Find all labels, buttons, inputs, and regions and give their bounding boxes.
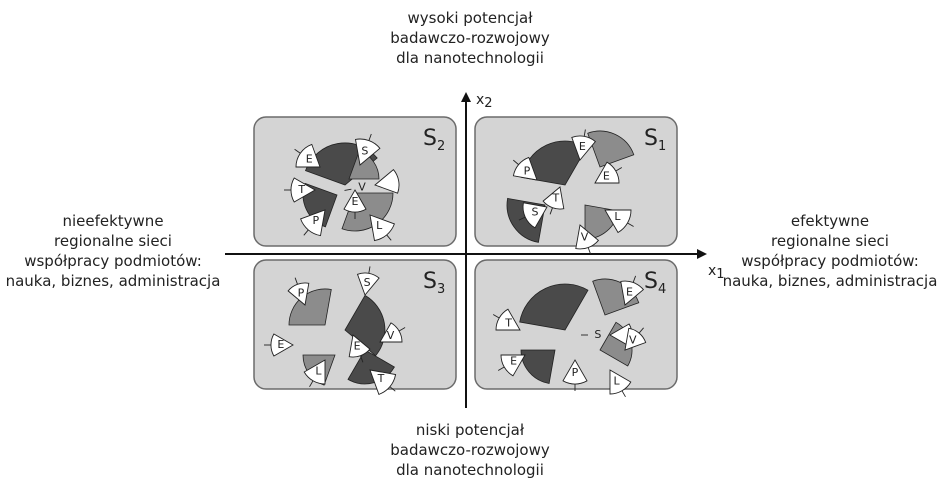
petal-letter: S — [361, 145, 368, 158]
petal-letter: L — [315, 364, 322, 377]
petal-letter: E — [579, 140, 586, 153]
petal-letter: E — [352, 195, 359, 208]
x-axis-arrowhead — [697, 249, 707, 259]
top-caption-line: wysoki potencjał — [370, 8, 570, 28]
top-caption-line: badawczo-rozwojowy — [370, 28, 570, 48]
petal-letter: E — [626, 286, 633, 299]
petal-letter: P — [524, 165, 531, 178]
petal-letter: E — [277, 338, 284, 351]
petal-letter: V — [387, 329, 395, 342]
petal-letter: T — [297, 183, 305, 196]
top-caption-line: dla nanotechnologii — [370, 48, 570, 68]
petal-letter: E — [603, 169, 610, 182]
right-caption-line: regionalne sieci — [716, 231, 944, 251]
petal-letter: S — [532, 206, 539, 219]
right-caption-line: efektywne — [716, 211, 944, 231]
petal-letter: V — [581, 230, 589, 243]
left-caption-line: nauka, biznes, administracja — [0, 271, 226, 291]
petal-arrow — [622, 391, 626, 397]
petal-letter: P — [298, 287, 305, 300]
left-caption: nieefektywne regionalne sieci współpracy… — [0, 211, 226, 291]
petal-letter: L — [614, 210, 621, 223]
petal-letter: L — [376, 219, 383, 232]
left-caption-line: współpracy podmiotów: — [0, 251, 226, 271]
petal-letter: E — [510, 355, 517, 368]
petal-letter: S — [594, 328, 601, 341]
bottom-caption-line: badawczo-rozwojowy — [370, 440, 570, 460]
y-axis-label: x2 — [476, 92, 493, 111]
petal-letter: P — [572, 366, 579, 379]
right-caption-line: współpracy podmiotów: — [716, 251, 944, 271]
petal-letter: V — [358, 180, 366, 193]
bottom-caption-line: niski potencjał — [370, 420, 570, 440]
left-caption-line: nieefektywne — [0, 211, 226, 231]
left-caption-line: regionalne sieci — [0, 231, 226, 251]
petal-letter: L — [614, 374, 621, 387]
petal-letter: V — [629, 334, 637, 347]
petal-letter: T — [504, 316, 512, 329]
petal-letter: T — [552, 191, 560, 204]
top-caption: wysoki potencjał badawczo-rozwojowy dla … — [370, 8, 570, 68]
petal-letter: E — [354, 339, 361, 352]
bottom-caption-line: dla nanotechnologii — [370, 460, 570, 480]
bottom-caption: niski potencjał badawczo-rozwojowy dla n… — [370, 420, 570, 480]
petal-letter: E — [306, 152, 313, 165]
right-caption: efektywne regionalne sieci współpracy po… — [716, 211, 944, 291]
petal-letter: P — [312, 214, 319, 227]
petal-letter: S — [364, 276, 371, 289]
petal-letter: T — [377, 372, 385, 385]
y-axis-arrowhead — [461, 92, 471, 102]
right-caption-line: nauka, biznes, administracja — [716, 271, 944, 291]
